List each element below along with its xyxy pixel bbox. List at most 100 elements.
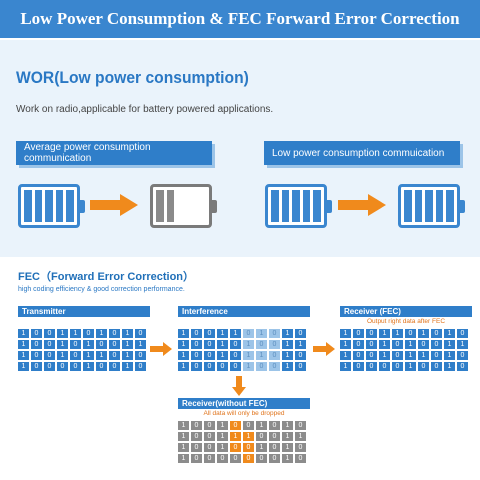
bit-cell: 1 [379, 351, 390, 360]
bit-cell: 1 [444, 351, 455, 360]
bit-cell: 0 [418, 340, 429, 349]
bit-cell: 1 [444, 362, 455, 371]
bit-cell: 0 [191, 443, 202, 452]
bit-cell: 1 [217, 351, 228, 360]
bit-cell: 0 [256, 362, 267, 371]
bit-cell: 1 [217, 329, 228, 338]
bit-cell: 0 [44, 351, 55, 360]
bit-cell: 0 [405, 329, 416, 338]
bit-cell: 0 [269, 454, 280, 463]
bit-cell: 1 [178, 329, 189, 338]
bit-cell: 1 [178, 362, 189, 371]
receiver-fec-block: Receiver (FEC) Output right data after F… [340, 306, 472, 371]
wor-title: WOR(Low power consumption) [16, 68, 249, 87]
bit-cell: 0 [392, 351, 403, 360]
full-battery-icon [18, 184, 85, 228]
bit-cell: 1 [405, 351, 416, 360]
bit-cell: 1 [295, 340, 306, 349]
receiver-fec-note: Output right data after FEC [366, 318, 446, 325]
bit-cell: 1 [340, 329, 351, 338]
bit-cell: 0 [269, 362, 280, 371]
bit-cell: 0 [431, 351, 442, 360]
bit-cell: 0 [256, 340, 267, 349]
bit-cell: 0 [204, 351, 215, 360]
bit-cell: 1 [405, 340, 416, 349]
bit-cell: 0 [70, 340, 81, 349]
bit-cell: 1 [282, 454, 293, 463]
bit-cell: 0 [295, 443, 306, 452]
bit-cell: 0 [431, 362, 442, 371]
bit-cell: 1 [282, 421, 293, 430]
bit-cell: 1 [282, 329, 293, 338]
bit-cell: 1 [340, 351, 351, 360]
bit-cell: 0 [269, 340, 280, 349]
bit-cell: 0 [204, 340, 215, 349]
bit-cell: 1 [444, 329, 455, 338]
bit-cell: 0 [295, 351, 306, 360]
bit-cell: 0 [457, 351, 468, 360]
bit-cell: 1 [256, 421, 267, 430]
bit-cell: 0 [353, 340, 364, 349]
banner-title: Low Power Consumption & FEC Forward Erro… [20, 9, 460, 28]
bit-cell: 0 [96, 340, 107, 349]
bit-cell: 0 [392, 340, 403, 349]
bit-cell: 1 [243, 351, 254, 360]
bit-cell: 1 [256, 443, 267, 452]
bit-cell: 0 [269, 351, 280, 360]
low-battery-icon [150, 184, 217, 228]
fec-subtitle: high coding efficiency & good correction… [18, 286, 185, 293]
bit-cell: 0 [256, 454, 267, 463]
bit-cell: 0 [96, 362, 107, 371]
bit-cell: 1 [340, 362, 351, 371]
bit-cell: 1 [217, 421, 228, 430]
bit-cell: 0 [31, 340, 42, 349]
bit-cell: 0 [31, 351, 42, 360]
bit-cell: 0 [256, 432, 267, 441]
bit-cell: 1 [282, 362, 293, 371]
bit-cell: 1 [96, 329, 107, 338]
bit-cell: 0 [243, 329, 254, 338]
bit-cell: 0 [431, 340, 442, 349]
bit-cell: 0 [204, 432, 215, 441]
bit-cell: 0 [83, 329, 94, 338]
bit-cell: 1 [230, 432, 241, 441]
bit-cell: 0 [57, 362, 68, 371]
bit-cell: 0 [269, 432, 280, 441]
bit-cell: 1 [135, 340, 146, 349]
bit-cell: 0 [431, 329, 442, 338]
bit-cell: 1 [379, 340, 390, 349]
bit-cell: 1 [18, 340, 29, 349]
bit-cell: 0 [204, 421, 215, 430]
full-battery-icon [265, 184, 332, 228]
bit-cell: 0 [191, 340, 202, 349]
bit-cell: 0 [230, 340, 241, 349]
bit-cell: 0 [243, 454, 254, 463]
bit-cell: 1 [178, 421, 189, 430]
bit-cell: 1 [57, 329, 68, 338]
bit-cell: 0 [230, 443, 241, 452]
bit-cell: 1 [18, 351, 29, 360]
bit-cell: 0 [135, 362, 146, 371]
bit-cell: 0 [191, 454, 202, 463]
bit-cell: 0 [379, 362, 390, 371]
bit-cell: 1 [230, 329, 241, 338]
bit-cell: 0 [191, 432, 202, 441]
bit-cell: 0 [366, 351, 377, 360]
bit-cell: 1 [122, 329, 133, 338]
bit-cell: 0 [44, 362, 55, 371]
bit-cell: 1 [340, 340, 351, 349]
bit-cell: 1 [243, 340, 254, 349]
